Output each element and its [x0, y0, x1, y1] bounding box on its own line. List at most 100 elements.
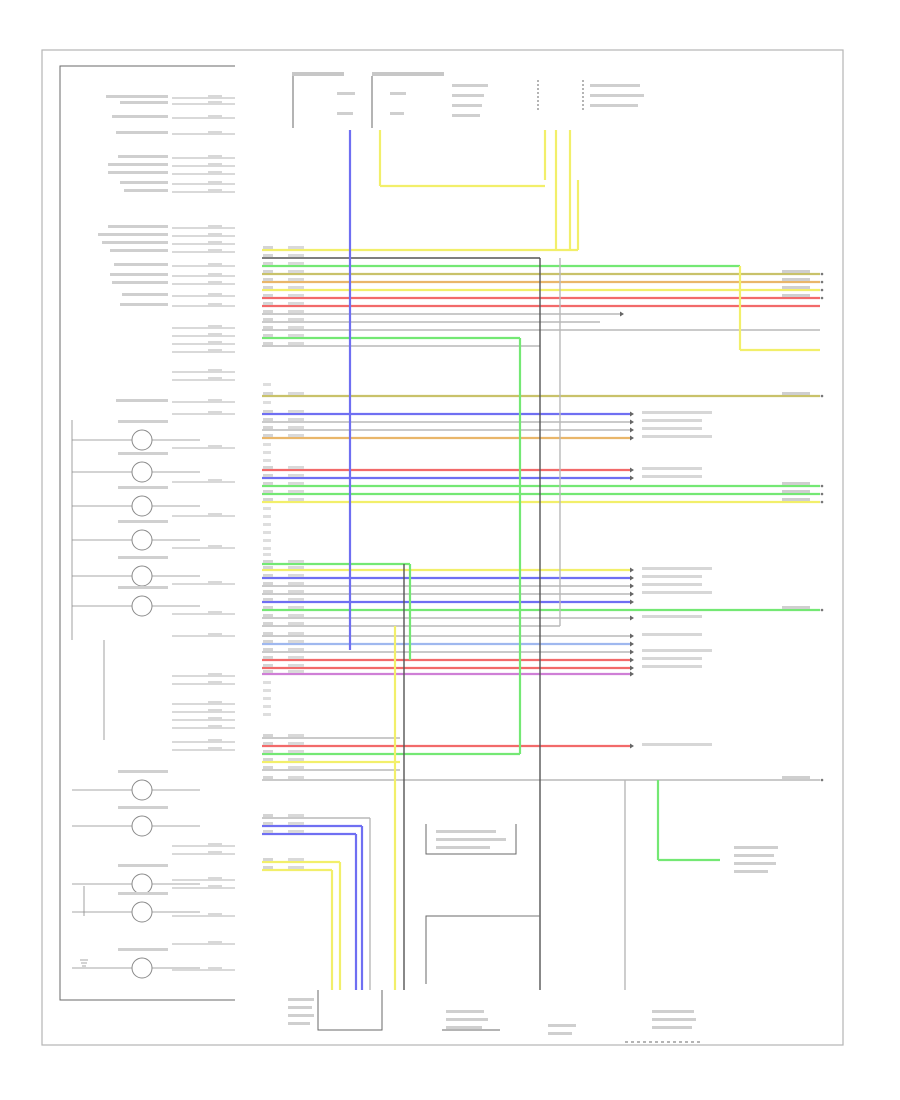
pin-label	[263, 294, 273, 297]
wire-color-label	[288, 310, 304, 313]
wire-color-label	[288, 776, 304, 779]
wire-color-label	[288, 622, 304, 625]
pin-tag	[208, 681, 222, 684]
wire-end-label	[782, 482, 810, 485]
wire-color-label	[288, 410, 304, 413]
wire-end-label	[782, 776, 810, 779]
wire-color-label	[288, 656, 304, 659]
wire-color-label	[288, 822, 304, 825]
splice-dot-icon	[820, 500, 824, 504]
pin-label	[263, 830, 273, 833]
connector-arrow-icon	[630, 649, 634, 655]
pin-label	[263, 278, 273, 281]
ground-symbol-icon	[80, 959, 88, 967]
lamp-label	[118, 864, 168, 867]
splice-dot-icon	[820, 296, 824, 300]
wire-color-label	[288, 270, 304, 273]
pin-label	[263, 539, 271, 542]
pin-tag	[208, 341, 222, 344]
pin-tag	[208, 163, 222, 166]
signal-label	[106, 95, 168, 98]
wire-color-label	[288, 246, 304, 249]
wire-color-label	[288, 254, 304, 257]
pin-label	[263, 310, 273, 313]
signal-label	[112, 281, 168, 284]
connector-arrow-icon	[630, 427, 634, 433]
signal-label	[116, 399, 168, 402]
pin-tag	[208, 249, 222, 252]
wire-color-label	[288, 606, 304, 609]
splice-dot-icon	[820, 280, 824, 284]
pin-label	[263, 656, 273, 659]
pin-label	[263, 622, 273, 625]
wire-color-label	[288, 286, 304, 289]
wire-color-label	[288, 262, 304, 265]
destination-label	[642, 649, 712, 652]
pin-label	[263, 459, 271, 462]
pin-label	[263, 326, 273, 329]
pin-label	[263, 566, 273, 569]
lamp-label	[118, 586, 168, 589]
pin-tag	[208, 241, 222, 244]
splice-dot-icon	[820, 484, 824, 488]
destination-label	[642, 411, 712, 414]
pin-label	[263, 776, 273, 779]
wire-color-label	[288, 294, 304, 297]
pin-tag	[208, 303, 222, 306]
pin-label	[263, 822, 273, 825]
splice-dot-icon	[820, 394, 824, 398]
wire-color-label	[288, 758, 304, 761]
pin-label	[263, 392, 273, 395]
destination-label	[642, 633, 702, 636]
pin-label	[263, 302, 273, 305]
signal-label	[108, 163, 168, 166]
pin-tag	[208, 95, 222, 98]
pin-label	[263, 858, 273, 861]
wire-color-label	[288, 858, 304, 861]
wire-color-label	[288, 426, 304, 429]
pin-label	[263, 697, 271, 700]
pin-tag	[208, 545, 222, 548]
connector-arrow-icon	[620, 311, 624, 317]
pin-label	[263, 531, 271, 534]
destination-label	[642, 575, 702, 578]
pin-tag	[208, 325, 222, 328]
pin-tag	[208, 967, 222, 970]
pin-label	[263, 254, 273, 257]
splice-dot-icon	[820, 778, 824, 782]
pin-tag	[208, 877, 222, 880]
top-right-module	[537, 80, 644, 112]
pin-label	[263, 750, 273, 753]
wire-end-label	[782, 498, 810, 501]
destination-label	[642, 743, 712, 746]
signal-label	[110, 273, 168, 276]
wire-color-label	[288, 814, 304, 817]
destination-label	[642, 665, 702, 668]
pin-tag	[208, 851, 222, 854]
connector-arrow-icon	[630, 591, 634, 597]
pin-label	[263, 742, 273, 745]
destination-label	[642, 427, 702, 430]
wire-color-label	[288, 614, 304, 617]
pin-tag	[208, 171, 222, 174]
bottom-connector-left	[288, 990, 383, 1031]
signal-label	[114, 263, 168, 266]
wire-runs	[262, 130, 820, 990]
pin-label	[263, 507, 271, 510]
pin-label	[263, 866, 273, 869]
destination-label	[642, 419, 702, 422]
pin-tag	[208, 843, 222, 846]
pin-tag	[208, 701, 222, 704]
pin-tag	[208, 941, 222, 944]
wire-color-label	[288, 566, 304, 569]
pin-label	[263, 713, 271, 716]
pin-label	[263, 318, 273, 321]
signal-label	[120, 181, 168, 184]
pin-label	[263, 664, 273, 667]
wire-color-label	[288, 560, 304, 563]
wire-end-label	[782, 392, 810, 395]
signal-label	[102, 241, 168, 244]
wire-color-label	[288, 334, 304, 337]
signal-label	[108, 171, 168, 174]
pin-label	[263, 766, 273, 769]
